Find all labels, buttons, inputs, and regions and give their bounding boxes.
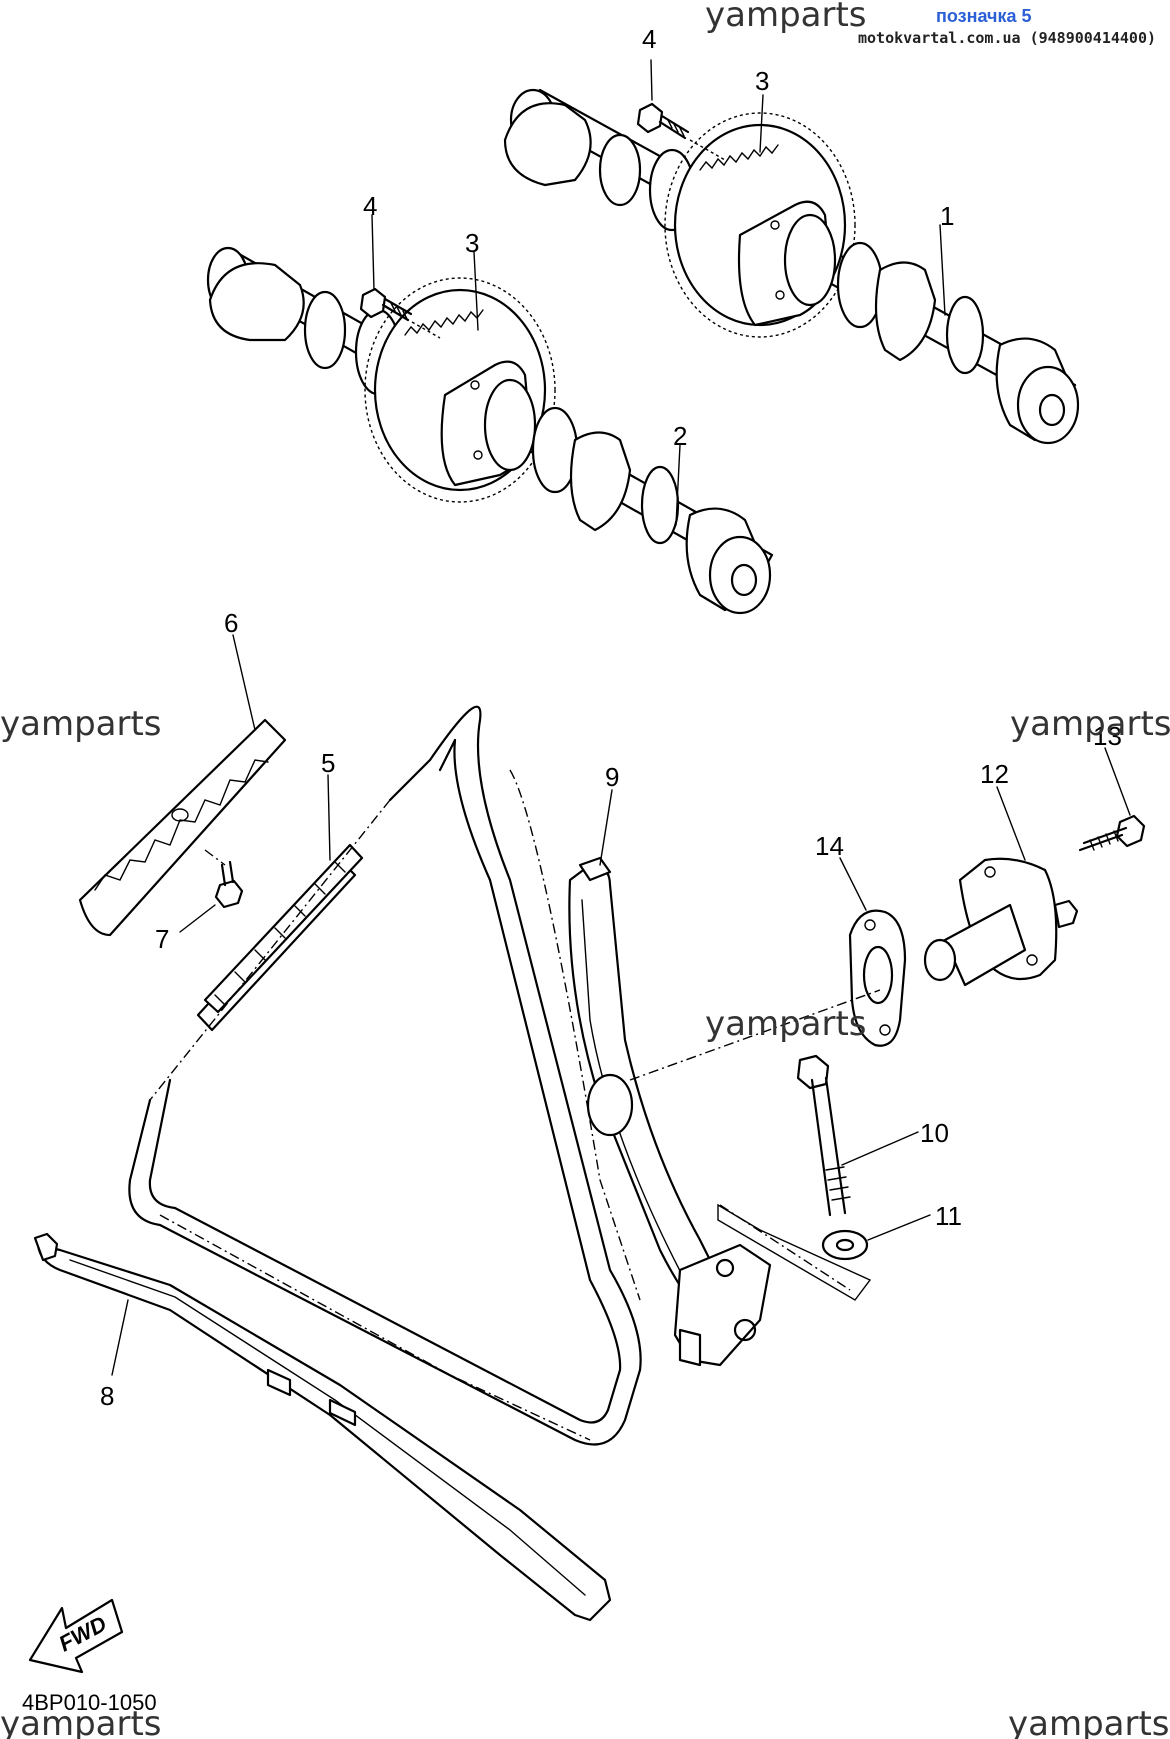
callout-5: 5: [321, 748, 335, 778]
guide-washer: [821, 1229, 869, 1261]
watermark-right: yamparts: [1010, 704, 1170, 744]
callout-14: 14: [815, 831, 844, 861]
camshaft-lower: [206, 246, 774, 615]
header-site: motokvartal.com.ua (948900414400): [858, 29, 1156, 47]
callout-10: 10: [920, 1118, 949, 1148]
cam-chain-sample: [196, 843, 364, 1032]
watermark-bottom-right: yamparts: [1008, 1704, 1170, 1739]
callout-13: 13: [1093, 721, 1122, 751]
sprocket-bolt-lower: [359, 287, 441, 339]
forward-arrow: FWD: [28, 1598, 124, 1674]
tensioner-gasket: [848, 909, 907, 1047]
callout-2: 2: [673, 421, 687, 451]
callout-6: 6: [224, 608, 238, 638]
chain-guide-bottom: [33, 1232, 612, 1622]
diagram-code: 4BP010-1050: [22, 1690, 157, 1715]
chain-guide-top: [78, 718, 287, 937]
tensioner-bolt: [1078, 814, 1146, 852]
watermark-top: yamparts: [705, 0, 867, 35]
callout-8: 8: [100, 1381, 114, 1411]
callout-3-upper: 3: [755, 66, 769, 96]
callout-11: 11: [935, 1201, 962, 1231]
guide-pivot-bolt: [796, 1054, 851, 1217]
part-callouts: 4 3 4 3 1 2 6 5 9 13 12 14 7 10 11 8: [100, 24, 1122, 1411]
callout-1: 1: [940, 201, 954, 231]
tensioner-guide: [568, 856, 772, 1367]
callout-9: 9: [605, 762, 619, 792]
header-tag: позначка 5: [936, 6, 1032, 26]
callout-12: 12: [980, 759, 1009, 789]
camshaft-upper: [503, 88, 1080, 445]
tensioner-centerline: [629, 989, 881, 1081]
sprocket-bolt-upper: [636, 102, 726, 161]
watermark-left: yamparts: [0, 704, 162, 744]
leader-lines: [111, 59, 1131, 1376]
callout-4-upper: 4: [642, 24, 656, 54]
callout-4-lower: 4: [363, 191, 377, 221]
chain-tensioner: [923, 857, 1079, 987]
pivot-plane: [717, 1203, 872, 1301]
watermark-bottom-left: yamparts: [0, 1704, 162, 1739]
callout-7: 7: [155, 924, 169, 954]
watermark-center: yamparts: [705, 1004, 867, 1044]
callout-3-lower: 3: [465, 228, 479, 258]
